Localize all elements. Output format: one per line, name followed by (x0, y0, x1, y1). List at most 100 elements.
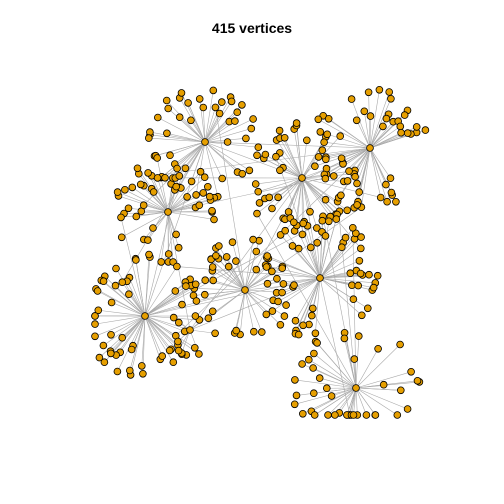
graph-vertex (278, 264, 287, 273)
graph-edge (319, 247, 343, 279)
graph-vertex (281, 226, 290, 235)
graph-vertex (250, 327, 258, 336)
graph-edge (166, 100, 206, 143)
graph-edge (126, 281, 146, 317)
graph-edge (369, 147, 382, 198)
graph-vertex (196, 167, 205, 176)
graph-edge (155, 141, 206, 156)
graph-edge (244, 289, 263, 333)
graph-edge (215, 107, 246, 291)
graph-vertex (249, 235, 257, 244)
graph-edge (157, 117, 206, 143)
graph-edge (355, 348, 379, 389)
graph-edge (315, 277, 321, 334)
graph-edge (319, 238, 355, 279)
graph-edge (132, 187, 169, 213)
graph-edge (319, 233, 356, 279)
graph-vertex (113, 188, 122, 196)
graph-vertex (263, 279, 272, 288)
graph-edge (339, 387, 357, 414)
graph-vertex (118, 278, 127, 287)
graph-edge (369, 89, 380, 149)
graph-edge (128, 208, 169, 213)
graph-edge (244, 289, 267, 315)
graph-edge (144, 315, 185, 332)
graph-vertex (337, 243, 346, 252)
graph-vertex (276, 231, 285, 239)
graph-edge (120, 217, 146, 317)
graph-vertex (254, 143, 263, 152)
graph-vertex (262, 310, 271, 319)
graph-edge (167, 171, 201, 213)
graph-vertex (208, 207, 216, 215)
graph-edge (111, 302, 146, 317)
graph-vertex (298, 230, 307, 239)
graph-vertex (329, 172, 338, 180)
graph-vertex (412, 123, 421, 131)
graph-vertex (284, 208, 293, 216)
graph-vertex (316, 128, 325, 136)
graph-edge (301, 177, 331, 217)
graph-edge (167, 196, 210, 213)
graph-edge (151, 175, 169, 213)
graph-edge (149, 134, 206, 143)
graph-edge (149, 131, 206, 143)
graph-vertex (112, 264, 120, 273)
graph-edge (308, 359, 357, 389)
graph-vertex (354, 332, 363, 340)
graph-edge (322, 216, 357, 389)
graph-vertex (366, 112, 375, 120)
graph-vertex (107, 298, 116, 307)
graph-edge (355, 371, 412, 389)
graph-vertex (360, 107, 369, 116)
graph-hub-vertex (298, 174, 306, 182)
graph-edge (301, 140, 308, 179)
graph-edge (185, 141, 206, 169)
graph-vertex (314, 153, 323, 161)
graph-vertex (165, 346, 174, 355)
graph-edge (94, 315, 146, 325)
graph-hub-vertex (164, 208, 172, 216)
graph-edge (204, 90, 214, 143)
graph-vertex (273, 274, 281, 283)
graph-vertex (382, 114, 391, 123)
graph-vertex (174, 337, 182, 346)
graph-vertex (254, 187, 263, 196)
graph-hub-vertex (352, 384, 360, 392)
graph-edge (144, 214, 338, 317)
graph-edge (355, 387, 358, 416)
graph-edge (244, 206, 362, 291)
graph-edge (167, 196, 188, 213)
graph-edge (97, 290, 146, 317)
graph-vertex (191, 280, 200, 289)
graph-vertex (274, 297, 282, 306)
graph-vertex (386, 174, 395, 183)
graph-vertex (385, 88, 394, 96)
graph-vertex (195, 201, 204, 210)
graph-vertex (184, 99, 192, 107)
graph-vertex (276, 166, 284, 175)
graph-vertex (126, 366, 134, 375)
graph-hub-vertex (366, 144, 374, 152)
graph-edge (204, 289, 246, 295)
graph-vertex (174, 346, 183, 355)
graph-edge (176, 266, 321, 279)
graph-vertex (149, 224, 157, 232)
graph-edge (129, 315, 146, 371)
graph-vertex (231, 117, 239, 125)
graph-edge (273, 277, 321, 301)
graph-vertex (294, 330, 303, 339)
graph-vertex (247, 124, 256, 133)
graph-edge (143, 204, 169, 213)
graph-edge (144, 315, 163, 357)
graph-edge (204, 118, 254, 143)
graph-vertex (332, 215, 341, 223)
graph-vertex (209, 86, 218, 95)
graph-hub-vertex (241, 286, 249, 294)
graph-edge (351, 98, 371, 149)
graph-vertex (403, 129, 412, 137)
graph-vertex (139, 201, 148, 210)
graph-edge (301, 162, 343, 179)
graph-edge (272, 277, 321, 312)
graph-hub-vertex (141, 312, 149, 320)
